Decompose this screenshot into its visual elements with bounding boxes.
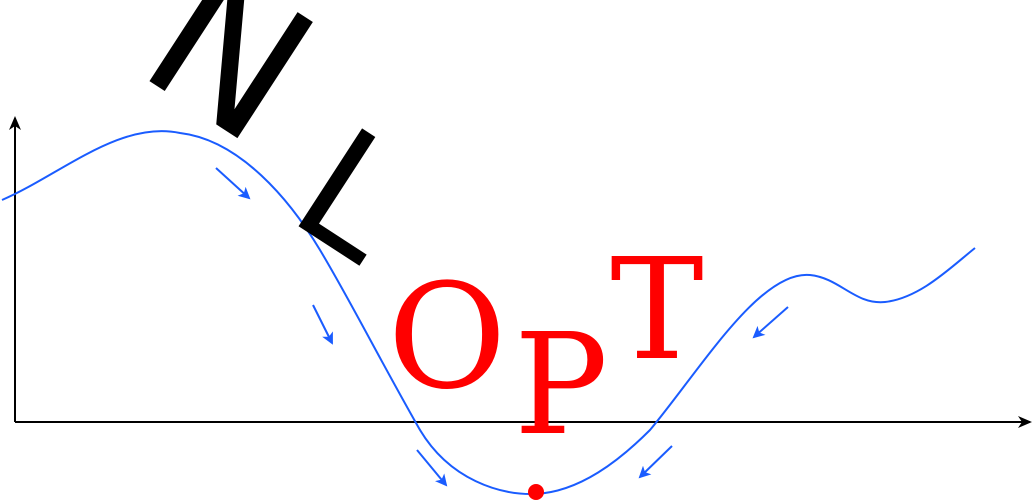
logo-letter-p: P xyxy=(514,304,608,467)
descent-arrow-icon xyxy=(752,306,789,339)
descent-arrow-icon xyxy=(638,445,673,479)
minimum-point-icon xyxy=(528,484,544,500)
logo-letter-o: O xyxy=(388,253,507,422)
descent-arrow-icon xyxy=(312,304,333,345)
logo-letter-t: T xyxy=(610,229,703,392)
axes-icon xyxy=(9,116,1032,428)
descent-arrows xyxy=(215,167,789,487)
logo-letter-n: N xyxy=(109,0,349,186)
objective-curve-icon xyxy=(1,130,976,496)
descent-arrow-icon xyxy=(416,449,448,487)
descent-arrow-icon xyxy=(215,167,251,200)
